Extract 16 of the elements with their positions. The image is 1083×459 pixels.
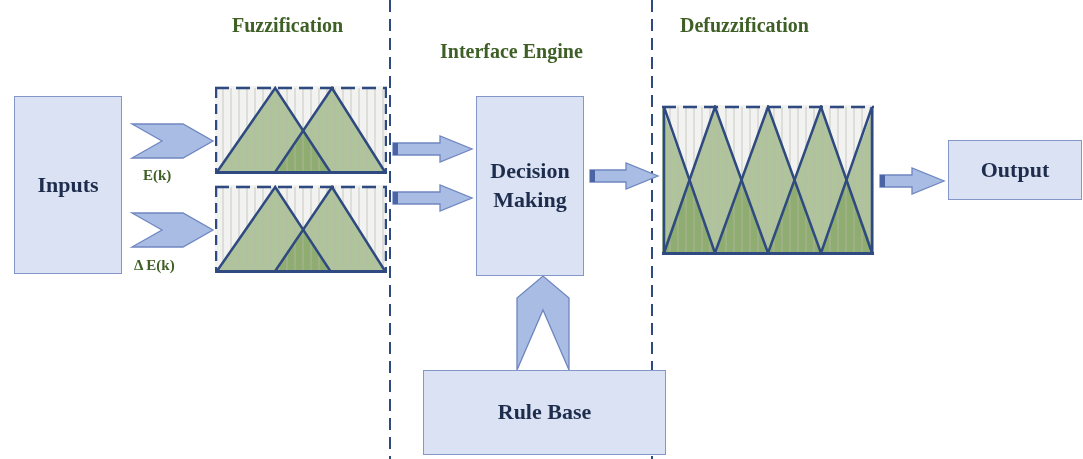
block-arrow [589,162,660,190]
edge-label: Δ E(k) [134,257,175,274]
block-arrow [392,135,474,163]
section-heading: Fuzzification [232,14,344,37]
section-heading: Interface Engine [440,40,583,63]
chevron-arrow [129,212,215,248]
chevron-arrow [129,123,215,159]
edge-label: E(k) [143,167,172,184]
chevron-arrow [516,275,570,371]
block-arrow [879,167,946,195]
output-box: Output [948,140,1082,200]
rule-base-box: Rule Base [423,370,666,455]
block-arrow [392,184,474,212]
section-heading: Defuzzification [680,14,809,37]
process-box: Decision Making [476,96,584,276]
input-box: Inputs [14,96,122,274]
